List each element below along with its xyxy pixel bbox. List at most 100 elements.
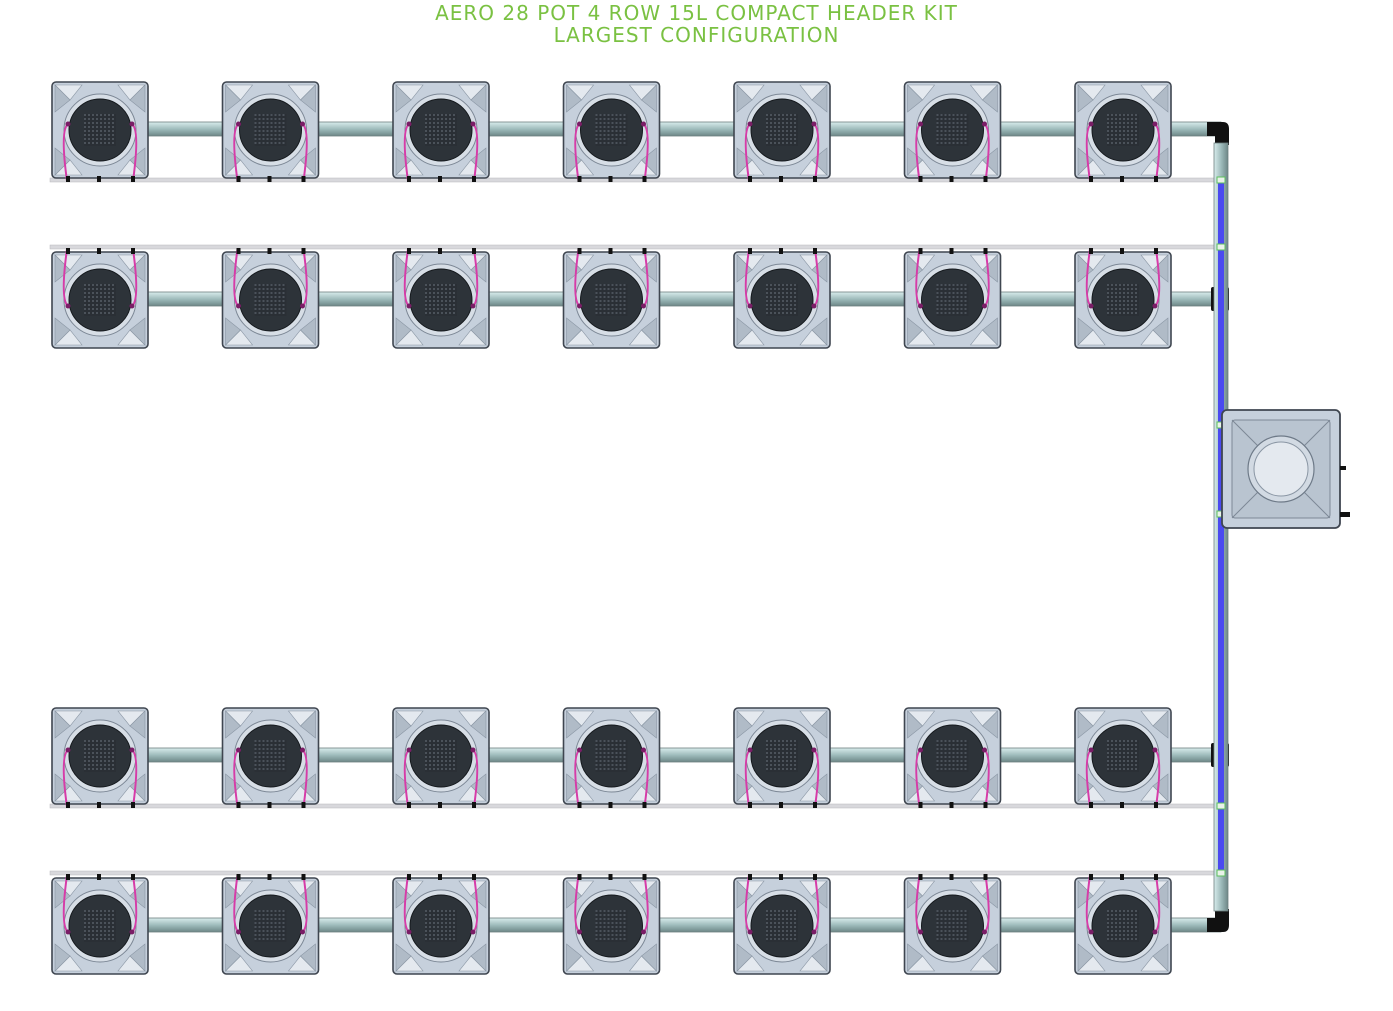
pot-grid — [425, 284, 457, 316]
line-clip — [236, 176, 241, 182]
pot-grid — [936, 114, 969, 146]
line-clip — [918, 176, 923, 182]
line-clip — [1120, 248, 1124, 254]
line-clip — [779, 874, 783, 880]
pot — [1074, 707, 1172, 808]
drip-feed-line — [49, 870, 1222, 876]
dripper-head — [641, 929, 646, 935]
pot — [733, 81, 831, 182]
pipe-elbow — [1207, 122, 1229, 145]
blue-feed-line — [1218, 180, 1224, 873]
dripper-head — [470, 121, 476, 127]
pot-grid — [84, 114, 116, 146]
line-clip — [1089, 874, 1093, 880]
dripper-head — [1152, 747, 1158, 753]
line-clip — [267, 874, 272, 880]
tank-cap — [1253, 441, 1309, 497]
dripper-head — [1088, 929, 1094, 935]
line-clip — [949, 248, 954, 254]
line-clip — [1120, 176, 1124, 182]
dripper-head — [982, 303, 987, 309]
line-clip — [301, 248, 306, 254]
pot — [1074, 248, 1172, 349]
line-clip — [131, 176, 135, 182]
line-fitting — [1216, 176, 1226, 184]
line-clip — [236, 248, 241, 254]
pot — [51, 707, 149, 808]
pot-grid — [1107, 114, 1139, 146]
line-clip — [983, 248, 988, 254]
line-clip — [748, 802, 752, 808]
pot — [1074, 874, 1172, 975]
dripper-head — [236, 929, 241, 935]
dripper-head — [470, 303, 476, 309]
pot-grid — [936, 910, 969, 942]
pot — [903, 81, 1002, 182]
pot — [221, 707, 320, 808]
line-clip — [1120, 802, 1124, 808]
pot — [51, 248, 149, 349]
dripper-head — [918, 747, 923, 753]
dripper-head — [406, 303, 412, 309]
line-clip — [949, 802, 954, 808]
pot-bevel-shade — [736, 254, 828, 346]
line-clip — [66, 248, 70, 254]
pot — [562, 81, 661, 182]
header-tank-layer — [1221, 409, 1350, 529]
line-clip — [642, 176, 647, 182]
pot-grid — [254, 740, 287, 772]
line-clip — [301, 874, 306, 880]
pot-grid — [84, 910, 116, 942]
dripper-head — [641, 747, 646, 753]
header-tank — [1221, 409, 1350, 529]
line-clip — [577, 802, 582, 808]
pot-grid — [766, 740, 798, 772]
line-clip — [813, 874, 817, 880]
line-clip — [642, 802, 647, 808]
pot-grid — [766, 910, 798, 942]
dripper-head — [747, 929, 753, 935]
line-clip — [267, 176, 272, 182]
line-clip — [301, 176, 306, 182]
pot — [51, 81, 149, 182]
pot — [392, 81, 490, 182]
pot-bevel-shade — [566, 84, 657, 176]
pot-bevel-shade — [907, 880, 998, 972]
line-clip — [407, 248, 411, 254]
pipework-layer — [49, 121, 1229, 933]
line-clip — [472, 248, 476, 254]
line-clip — [608, 176, 613, 182]
pot — [733, 248, 831, 349]
pot-grid — [595, 114, 628, 146]
line-clip — [1154, 802, 1158, 808]
title-line-2: LARGEST CONFIGURATION — [553, 23, 840, 47]
line-clip — [267, 802, 272, 808]
pot-bevel-shade — [395, 880, 487, 972]
line-clip — [577, 248, 582, 254]
pot — [562, 248, 661, 349]
dripper-head — [747, 303, 753, 309]
pot-grid — [936, 284, 969, 316]
dripper-head — [577, 303, 582, 309]
line-clip — [472, 176, 476, 182]
dripper-head — [65, 121, 71, 127]
pot-grid — [254, 284, 287, 316]
diagram-title: AERO 28 POT 4 ROW 15L COMPACT HEADER KIT… — [0, 2, 1393, 46]
dripper-head — [577, 929, 582, 935]
dripper-head — [918, 121, 923, 127]
pot — [221, 81, 320, 182]
dripper-head — [236, 747, 241, 753]
dripper-head — [129, 303, 135, 309]
line-fitting — [1216, 802, 1226, 810]
dripper-head — [1088, 121, 1094, 127]
pipe-elbow — [1207, 909, 1229, 932]
pot-bevel-shade — [395, 84, 487, 176]
pot-grid — [254, 114, 287, 146]
line-clip — [779, 248, 783, 254]
line-clip — [949, 874, 954, 880]
line-clip — [407, 874, 411, 880]
line-clip — [438, 176, 442, 182]
pot-bevel-shade — [54, 880, 146, 972]
tank-outlet — [1340, 466, 1346, 470]
pot-bevel-shade — [395, 710, 487, 802]
